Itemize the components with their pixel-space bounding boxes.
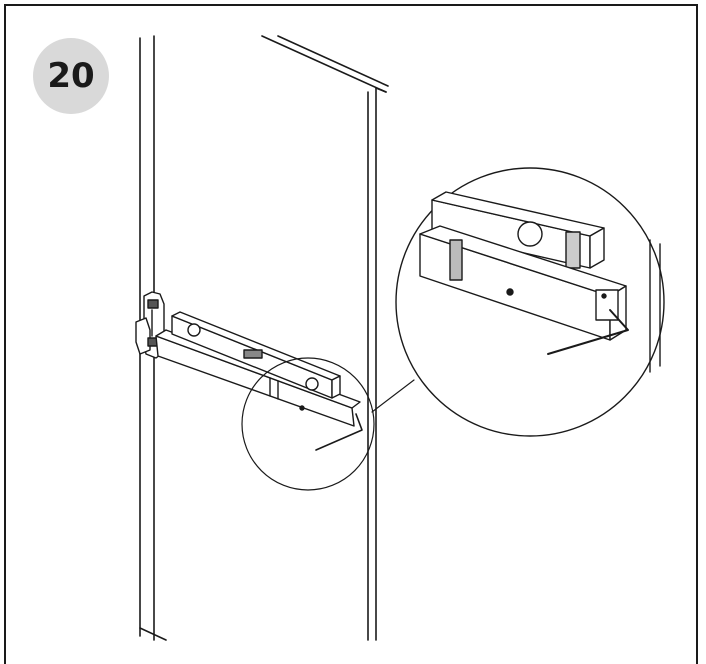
detail-callout-zoom (395, 167, 665, 437)
callout-connector (371, 379, 415, 413)
detail-callout-source (241, 357, 375, 491)
door-panel (139, 35, 389, 641)
step-number-badge: 20 (33, 38, 109, 114)
step-number: 20 (47, 56, 95, 96)
hex-key (315, 413, 363, 451)
spirit-level (171, 311, 341, 399)
